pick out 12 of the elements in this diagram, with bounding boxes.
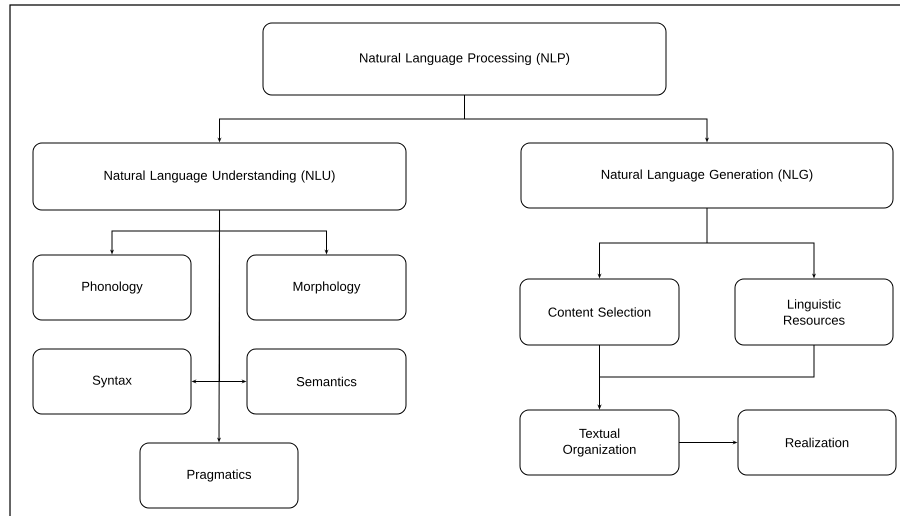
process-box: Content Selection <box>520 278 680 346</box>
process-box: Natural Language Understanding (NLU) <box>32 142 406 210</box>
process-box: Morphology <box>246 254 406 320</box>
process-box: Phonology <box>32 254 192 320</box>
process-box: Linguistic Resources <box>734 278 894 346</box>
process-box: Realization <box>738 410 896 476</box>
process-box: Natural Language Generation (NLG) <box>520 142 894 208</box>
process-box: Semantics <box>246 348 406 414</box>
process-box: Pragmatics <box>140 442 298 508</box>
process-box: Textual Organization <box>520 410 680 476</box>
process-box: Natural Language Processing (NLP) <box>262 22 666 96</box>
process-box: Syntax <box>32 348 192 414</box>
